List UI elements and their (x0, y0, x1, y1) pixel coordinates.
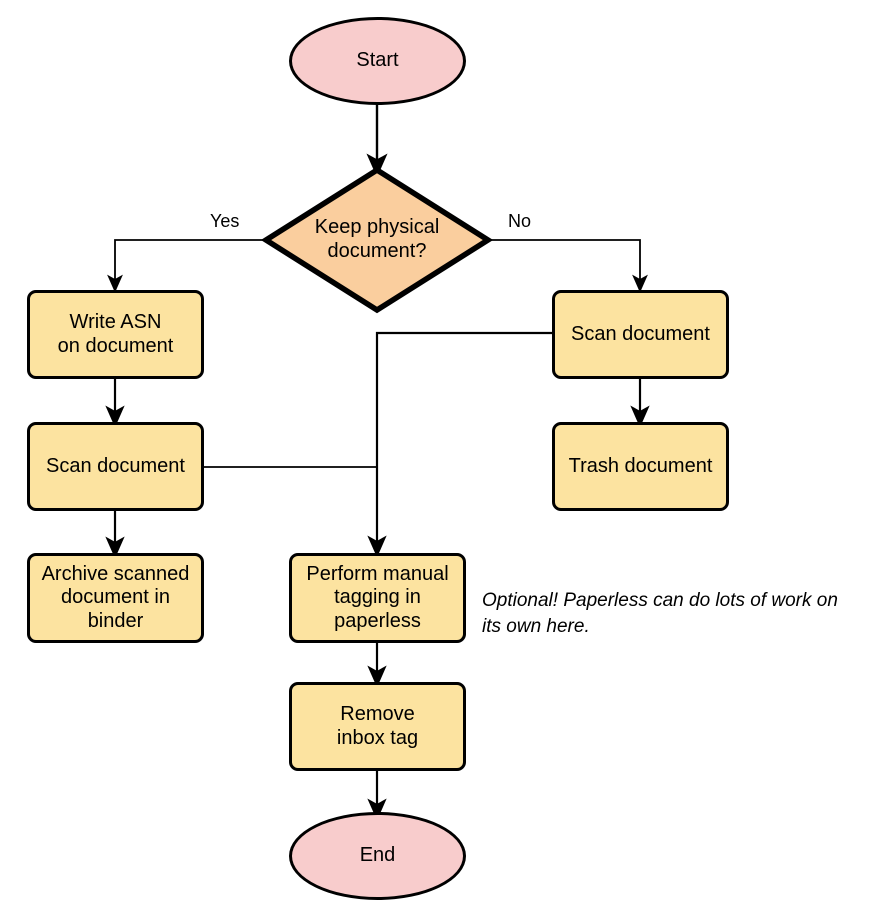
node-trash-document-label: Trash document (568, 454, 713, 477)
node-scan-document-right-label: Scan document (571, 322, 710, 345)
node-end-label: End (359, 844, 396, 867)
node-remove-inbox-tag[interactable]: Remove inbox tag (289, 682, 466, 771)
node-keep-physical-document-label: Keep physical document? (314, 216, 440, 262)
node-perform-manual-tagging[interactable]: Perform manual tagging in paperless (289, 553, 466, 643)
edge-decision-to-scan-right (489, 239, 648, 293)
node-keep-physical-document[interactable]: Keep physical document? (260, 166, 494, 314)
edge-label-yes: Yes (210, 211, 240, 231)
edge-scan-right-to-tagging (367, 331, 552, 558)
node-archive-scanned-document-label: Archive scanned document in binder (41, 562, 190, 632)
node-trash-document[interactable]: Trash document (552, 422, 729, 511)
node-perform-manual-tagging-label: Perform manual tagging in paperless (306, 562, 449, 632)
node-remove-inbox-tag-label: Remove inbox tag (336, 702, 419, 749)
node-start-label: Start (356, 49, 399, 72)
annotation-optional-paperless: Optional! Paperless can do lots of work … (482, 590, 838, 637)
decision-diamond-shape (260, 166, 494, 314)
node-archive-scanned-document[interactable]: Archive scanned document in binder (27, 553, 204, 643)
node-scan-document-left[interactable]: Scan document (27, 422, 204, 511)
node-start[interactable]: Start (289, 17, 466, 105)
node-end[interactable]: End (289, 812, 466, 900)
node-scan-document-left-label: Scan document (46, 454, 185, 477)
node-scan-document-right[interactable]: Scan document (552, 290, 729, 379)
edge-label-no: No (508, 211, 532, 231)
node-write-asn-on-document[interactable]: Write ASN on document (27, 290, 204, 379)
edge-decision-to-write-asn (107, 239, 265, 293)
node-write-asn-on-document-label: Write ASN on document (57, 310, 174, 357)
